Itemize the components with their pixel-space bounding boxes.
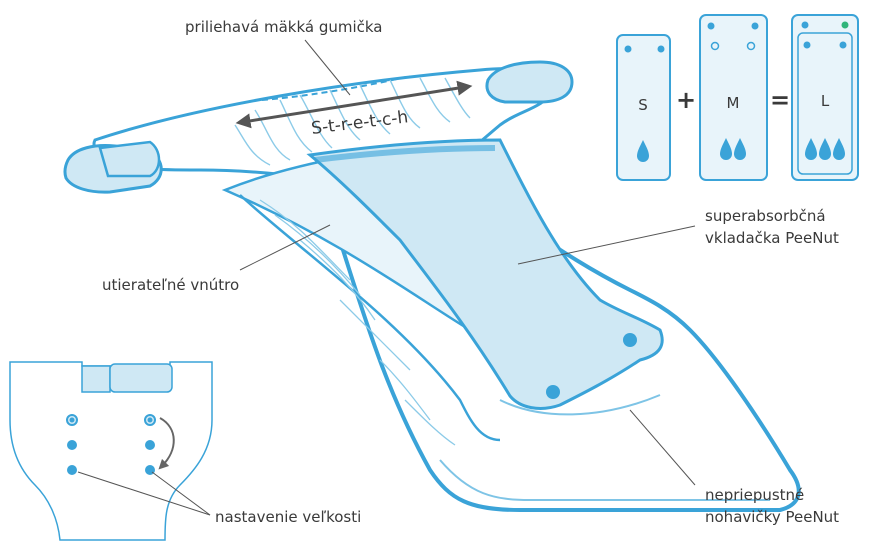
peenut-insert: [306, 138, 664, 416]
label-insert-line-1: superabsorbčná: [705, 207, 826, 225]
size-label-l: L: [821, 92, 830, 110]
insert-size-m: M: [699, 14, 768, 181]
insert-size-s: S: [616, 34, 671, 181]
equals-sign: =: [770, 86, 790, 114]
label-inner: utierateľné vnútro: [102, 276, 239, 294]
label-waistband: priliehavá mäkká gumička: [185, 18, 383, 36]
adjust-arrow: [158, 417, 175, 470]
insert-snap-bottom: [546, 385, 560, 399]
drop-icon: [805, 138, 817, 160]
size-chart: S + M = L: [616, 14, 859, 181]
leader-lines: [77, 39, 696, 516]
drop-icon: [637, 140, 649, 162]
label-cover-line-1: nepriepustné: [705, 486, 804, 504]
label-sizing: nastavenie veľkosti: [215, 508, 361, 526]
drop-icon: [720, 138, 732, 160]
drop-icon: [819, 138, 831, 160]
label-insert-line-2: vkladačka PeeNut: [705, 229, 839, 247]
size-label-m: M: [727, 94, 740, 112]
plus-sign: +: [676, 86, 696, 114]
drop-icon: [734, 138, 746, 160]
label-cover-line-2: nohavičky PeeNut: [705, 508, 839, 526]
insert-snap-top: [623, 333, 637, 347]
right-wing-tab: [485, 60, 574, 104]
insert-size-l: L: [791, 14, 859, 181]
flat-diaper: [9, 361, 213, 541]
drop-icon: [833, 138, 845, 160]
size-label-s: S: [638, 96, 648, 114]
